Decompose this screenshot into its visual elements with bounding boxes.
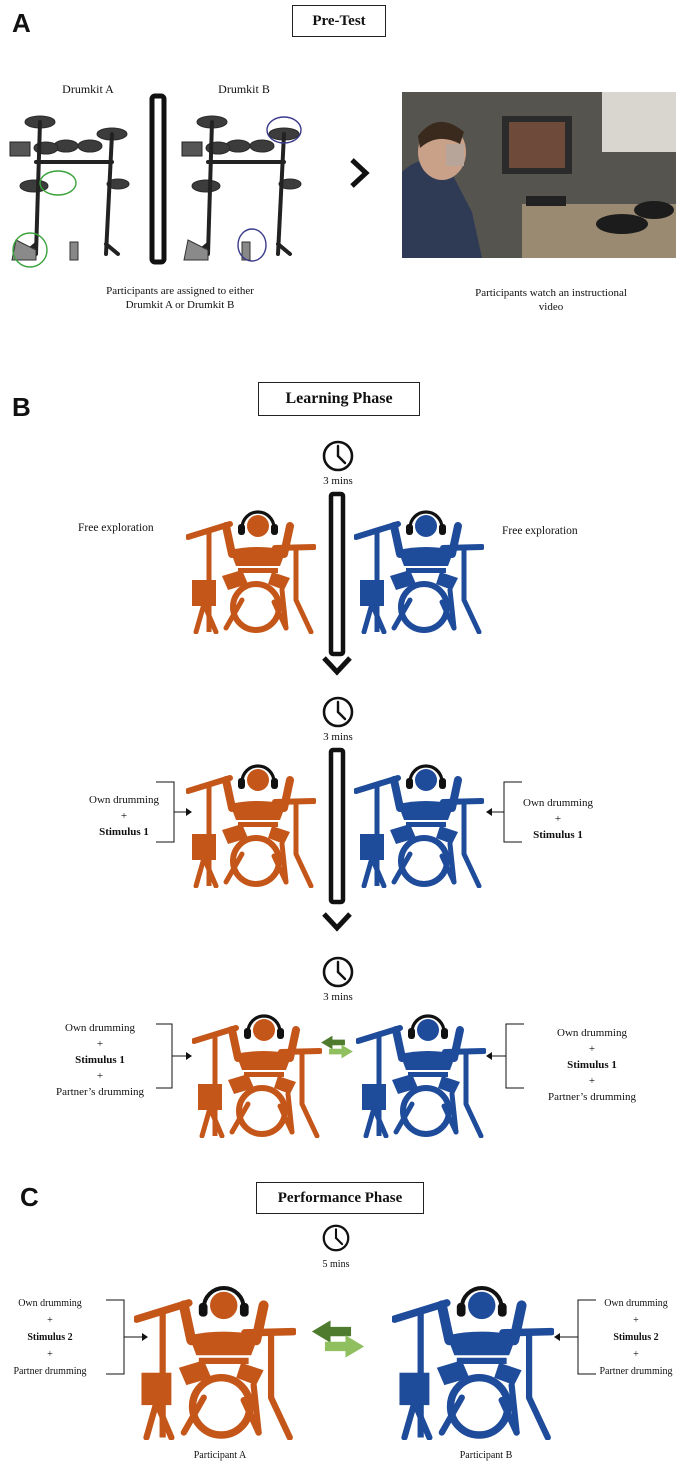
drumkit-b-label: Drumkit B (218, 82, 270, 96)
participant-b-drummer-icon (392, 1278, 554, 1440)
step3-right-bracket (486, 1023, 524, 1089)
timeline-arrow-2 (322, 747, 352, 932)
participant-a-drummer-icon (134, 1278, 296, 1440)
step3-left-inputs: Own drumming + Stimulus 1 + Partner’s dr… (40, 1020, 160, 1100)
step1-duration: 3 mins (323, 475, 353, 487)
exchange-arrows-icon (321, 1035, 353, 1059)
panel-letter-c: C (20, 1182, 39, 1212)
learning-phase-title: Learning Phase (258, 382, 420, 416)
participant-b-label: Participant B (459, 1450, 513, 1461)
stimulus-label: Stimulus 2 (613, 1332, 659, 1343)
partner-drumming-label: Partner’s drumming (547, 1091, 637, 1103)
stimulus-label: Stimulus 1 (567, 1059, 617, 1071)
performance-right-inputs: Own drumming + Stimulus 2 + Partner drum… (590, 1295, 682, 1380)
plus-label: + (120, 810, 128, 822)
step3-left-bracket (156, 1023, 192, 1089)
video-caption-line2: video (538, 301, 564, 313)
clock-icon (322, 440, 354, 472)
plus-label: + (633, 1349, 639, 1360)
pre-test-title: Pre-Test (292, 5, 386, 37)
step2-right-inputs: Own drumming + Stimulus 1 (508, 795, 608, 843)
video-caption: Participants watch an instructional vide… (446, 286, 656, 314)
stimulus-label: Stimulus 1 (533, 829, 583, 841)
plus-label: + (47, 1349, 53, 1360)
timeline-arrow-1 (322, 491, 352, 676)
step2-right-bracket (486, 781, 522, 843)
drumkit-a-label: Drumkit A (62, 82, 114, 96)
free-exploration-right: Free exploration (502, 525, 578, 537)
instructional-video-photo (402, 92, 676, 258)
plus-label: + (96, 1038, 104, 1050)
drumkit-a-highlights (12, 170, 77, 268)
partner-drumming-label: Partner drumming (13, 1366, 87, 1377)
clock-icon (322, 1224, 350, 1252)
pretest-divider-bar (149, 93, 167, 265)
clock-icon (322, 696, 354, 728)
panel-letter-a: A (12, 8, 31, 38)
step2-left-bracket (156, 781, 192, 843)
plus-label: + (633, 1315, 639, 1326)
drumkit-b-highlights (237, 116, 302, 262)
drummer-b-icon (354, 758, 484, 888)
drummer-a-icon (186, 758, 316, 888)
exchange-arrows-icon (311, 1320, 365, 1358)
stimulus-label: Stimulus 1 (99, 826, 149, 838)
performance-left-inputs: Own drumming + Stimulus 2 + Partner drum… (4, 1295, 96, 1380)
step3-right-inputs: Own drumming + Stimulus 1 + Partner’s dr… (532, 1025, 652, 1105)
plus-label: + (588, 1043, 596, 1055)
plus-label: + (47, 1315, 53, 1326)
step2-left-inputs: Own drumming + Stimulus 1 (74, 792, 174, 840)
plus-label: + (554, 813, 562, 825)
performance-duration: 5 mins (322, 1259, 350, 1270)
own-drumming-label: Own drumming (523, 797, 593, 809)
chevron-right-icon (350, 158, 370, 188)
panel-letter-b: B (12, 392, 31, 422)
step3-duration: 3 mins (323, 991, 353, 1003)
drummer-a-icon (192, 1008, 322, 1138)
assign-caption: Participants are assigned to either Drum… (60, 284, 300, 312)
drummer-b-icon (354, 504, 484, 634)
assign-caption-line1: Participants are assigned to either (106, 285, 254, 297)
plus-label: + (96, 1070, 104, 1082)
stimulus-label: Stimulus 1 (75, 1054, 125, 1066)
performance-phase-title: Performance Phase (256, 1182, 424, 1214)
partner-drumming-label: Partner’s drumming (55, 1086, 145, 1098)
performance-left-bracket (106, 1299, 148, 1375)
plus-label: + (588, 1075, 596, 1087)
stimulus-label: Stimulus 2 (27, 1332, 73, 1343)
step2-duration: 3 mins (323, 731, 353, 743)
drummer-b-icon (356, 1008, 486, 1138)
own-drumming-label: Own drumming (89, 794, 159, 806)
drummer-a-icon (186, 504, 316, 634)
partner-drumming-label: Partner drumming (599, 1366, 673, 1377)
assign-caption-line2: Drumkit A or Drumkit B (125, 299, 235, 311)
performance-right-bracket (554, 1299, 596, 1375)
clock-icon (322, 956, 354, 988)
own-drumming-label: Own drumming (557, 1027, 627, 1039)
video-caption-line1: Participants watch an instructional (475, 287, 627, 299)
free-exploration-left: Free exploration (78, 522, 154, 534)
own-drumming-label: Own drumming (65, 1022, 135, 1034)
own-drumming-label: Own drumming (18, 1298, 82, 1309)
own-drumming-label: Own drumming (604, 1298, 668, 1309)
participant-a-label: Participant A (193, 1450, 247, 1461)
